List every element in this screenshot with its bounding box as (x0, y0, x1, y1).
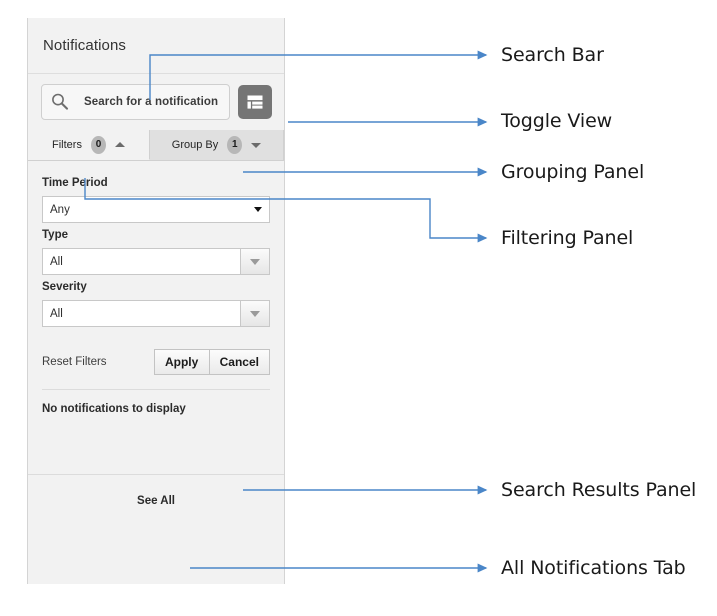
select-severity-dropdown-button[interactable] (240, 301, 269, 326)
all-notifications-tab[interactable]: See All (28, 475, 284, 527)
label-type: Type (42, 229, 68, 241)
search-icon (52, 93, 69, 110)
list-view-icon (247, 95, 263, 109)
search-results-panel: No notifications to display (28, 390, 284, 474)
panel-header: Notifications (28, 18, 284, 74)
filter-actions: Reset Filters Apply Cancel (42, 349, 270, 375)
see-all-label: See All (137, 495, 175, 507)
tab-group-by-label: Group By (171, 139, 219, 151)
label-time-period: Time Period (42, 177, 108, 189)
select-type[interactable]: All (42, 248, 270, 275)
cancel-button[interactable]: Cancel (208, 349, 270, 375)
select-time-period-value: Any (50, 203, 70, 216)
tab-group-by-badge: 1 (227, 136, 243, 154)
toggle-view-button[interactable] (238, 85, 272, 119)
annotation-label-grouping-panel: Grouping Panel (501, 161, 645, 183)
annotation-label-search-results-panel: Search Results Panel (501, 479, 697, 501)
apply-button[interactable]: Apply (153, 349, 210, 375)
notifications-panel: Notifications Search for a notification … (27, 18, 285, 584)
chevron-down-icon[interactable] (251, 142, 262, 148)
label-severity: Severity (42, 281, 87, 293)
select-severity-value: All (50, 307, 63, 320)
filter-divider (42, 389, 270, 390)
tab-group-by[interactable]: Group By 1 (150, 130, 284, 160)
chevron-down-icon (254, 207, 262, 212)
annotation-label-filtering-panel: Filtering Panel (501, 227, 634, 249)
reset-filters-link[interactable]: Reset Filters (42, 356, 107, 368)
search-input[interactable]: Search for a notification (41, 84, 230, 120)
filtering-panel: Time Period Any Type All Severity All Re… (28, 161, 284, 390)
annotation-label-all-notifications-tab: All Notifications Tab (501, 557, 686, 579)
annotation-label-toggle-view: Toggle View (501, 110, 613, 132)
chevron-down-icon (250, 258, 260, 265)
select-severity[interactable]: All (42, 300, 270, 327)
filter-tabs: Filters 0 Group By 1 (28, 130, 284, 161)
results-divider (28, 474, 284, 475)
chevron-up-icon[interactable] (114, 142, 125, 147)
select-type-dropdown-button[interactable] (240, 249, 269, 274)
search-placeholder-text: Search for a notification (84, 96, 219, 108)
tab-filters-label: Filters (52, 138, 82, 151)
tab-filters-badge: 0 (90, 135, 106, 154)
tab-filters[interactable]: Filters 0 (28, 130, 150, 160)
page-title: Notifications (43, 37, 127, 54)
empty-results-message: No notifications to display (42, 403, 186, 415)
annotation-label-search-bar: Search Bar (501, 44, 604, 66)
chevron-down-icon (250, 310, 260, 317)
select-type-value: All (50, 255, 63, 268)
select-time-period[interactable]: Any (42, 196, 270, 223)
search-bar: Search for a notification (28, 74, 284, 130)
